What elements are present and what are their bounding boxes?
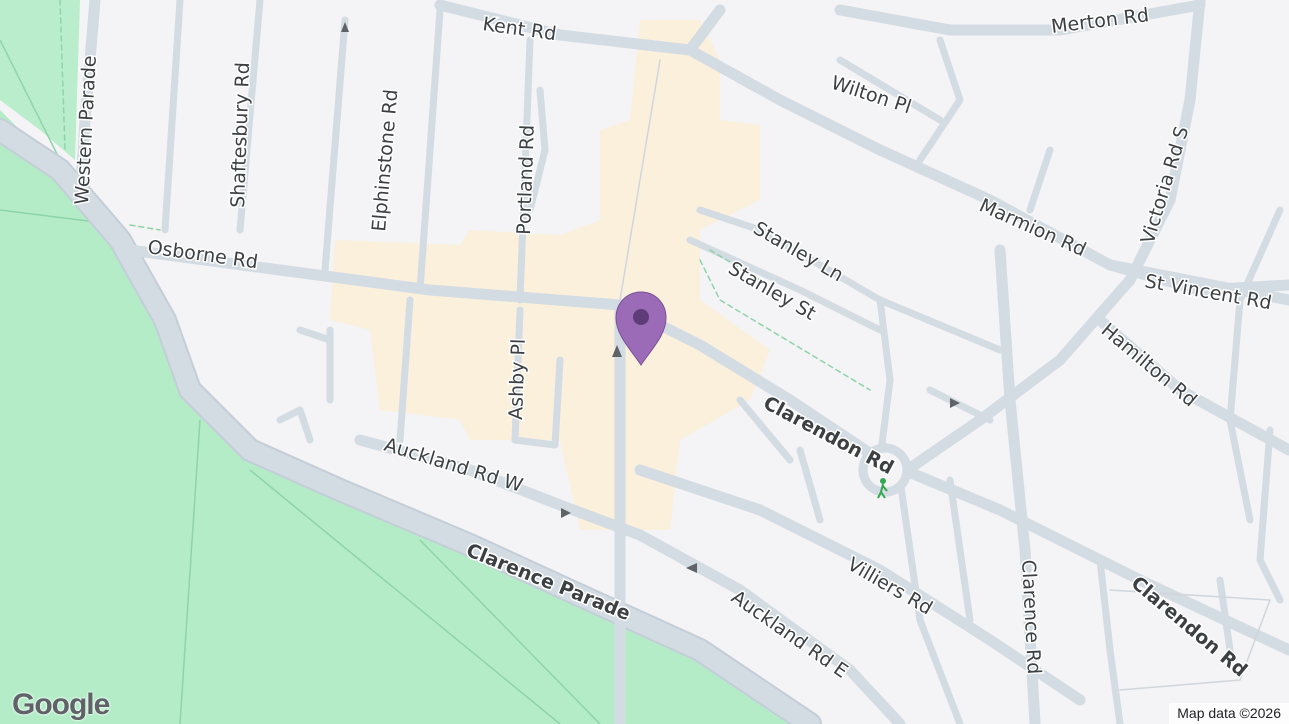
park-areas	[0, 0, 820, 724]
one-way-arrow-icon	[341, 22, 960, 573]
pedestrian-icon	[877, 478, 888, 499]
google-logo: Google	[12, 688, 110, 721]
map-attribution[interactable]: Map data ©2026	[1169, 703, 1289, 724]
label-shaftesbury-rd: Shaftesbury Rd	[227, 62, 254, 208]
commercial-area	[330, 20, 770, 530]
map-marker-icon[interactable]	[615, 291, 667, 366]
label-portland-rd: Portland Rd	[513, 124, 539, 235]
label-ashby-pl: Ashby Pl	[505, 338, 530, 420]
